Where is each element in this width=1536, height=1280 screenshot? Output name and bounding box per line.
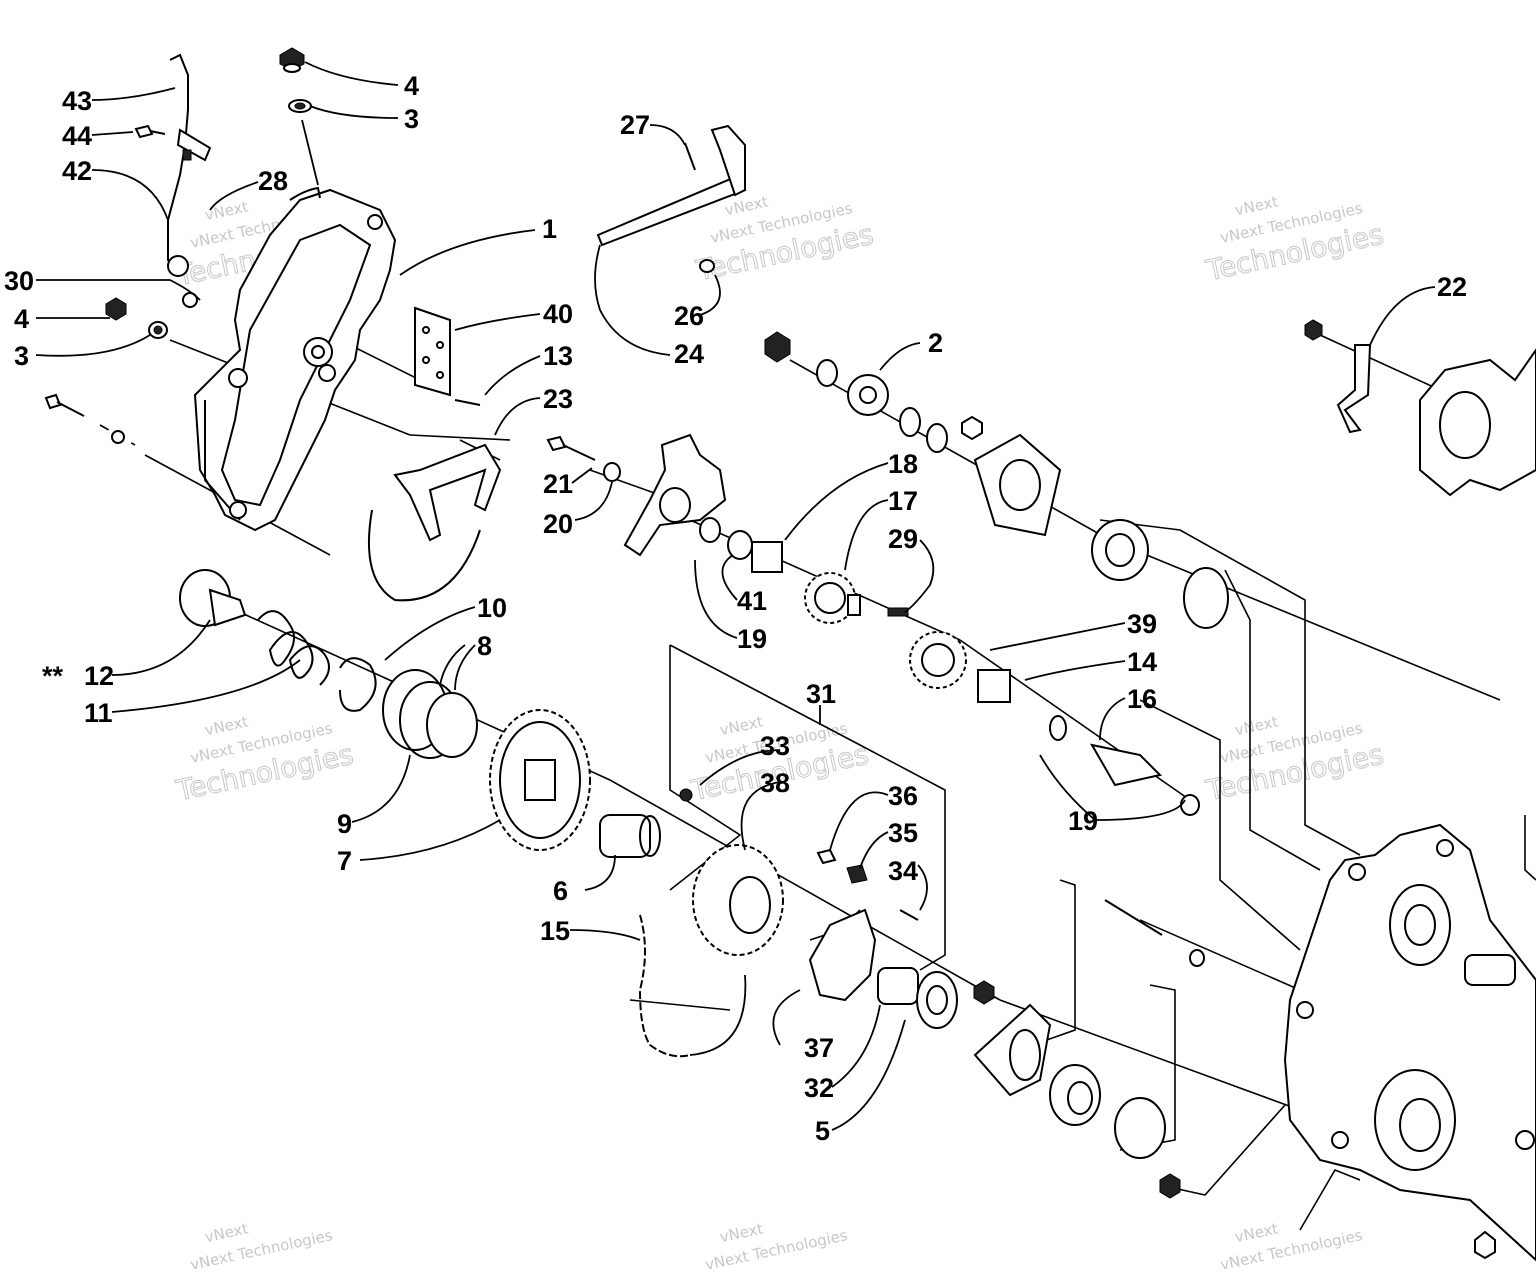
callout-24: 24 [674,339,704,369]
shift-lever [367,443,502,602]
bracket [1304,319,1536,497]
leader-lines [35,61,1436,1131]
callout-29: 29 [888,524,918,554]
callout-22: 22 [1437,272,1467,302]
watermark-vnext: vNext [1233,1219,1280,1246]
callout-4-left: 4 [14,304,29,334]
callout-43: 43 [62,86,92,116]
callout-16: 16 [1127,684,1157,714]
chain-15 [638,914,691,1058]
fill-plug [279,47,312,113]
callout-3-top: 3 [404,104,419,134]
cover-bolt [44,393,125,444]
callout-2: 2 [928,328,943,358]
callout-39: 39 [1127,609,1157,639]
callout-18: 18 [888,449,918,479]
drain-plug [105,297,168,339]
callout-1: 1 [542,214,557,244]
callout-38: 38 [760,768,790,798]
upper-shaft-parts [764,331,983,453]
gear-38 [679,788,784,956]
parts [44,47,1536,1262]
callout-42: 42 [62,156,92,186]
watermark-vnext: vNext [203,1219,250,1246]
callout-33: 33 [760,731,790,761]
callout-11: 11 [84,698,113,728]
idler-bracket [546,433,783,573]
gasket [414,306,481,406]
callout-10: 10 [477,593,507,623]
callout-9: 9 [337,809,352,839]
sprocket-plate-37 [808,848,958,1029]
callout-32: 32 [804,1073,834,1103]
callout-26: 26 [674,301,704,331]
callout-19-upper: 19 [737,624,767,654]
callout-37: 37 [804,1033,834,1063]
watermark-vnext: vNext [203,197,250,224]
callout-8: 8 [477,631,492,661]
callout-21: 21 [543,469,573,499]
watermark-vnext: vNext [718,712,765,739]
callout-17: 17 [888,486,918,516]
callouts: 43 44 42 4 3 28 1 30 4 3 40 13 23 27 26 … [4,71,1467,1146]
callout-3-left: 3 [14,341,29,371]
callout-15: 15 [540,916,570,946]
callout-13: 13 [543,341,573,371]
callout-40: 40 [543,299,573,329]
bearing-flange-upper [973,433,1229,629]
callout-44: 44 [62,121,92,151]
gear-17 [804,572,909,624]
callout-28: 28 [258,166,288,196]
vent-tube [134,53,212,308]
shift-shaft [596,124,747,273]
watermark-vnext: vNext [1233,192,1280,219]
chaincase [1283,823,1536,1262]
gear-39 [909,631,1200,816]
callout-14: 14 [1127,647,1157,677]
gearcase-cover [193,186,397,532]
pinion-6 [599,814,661,858]
callout-7: 7 [337,846,352,876]
callout-41: 41 [737,586,767,616]
callout-6: 6 [553,876,568,906]
bearing-flange-lower [973,980,1181,1199]
clutch-stack [179,569,478,759]
watermark-vnext: vNext [203,712,250,739]
callout-12: 12 [84,661,114,691]
callout-19-lower: 19 [1068,806,1098,836]
watermark-vnext: vNext [1233,712,1280,739]
callout-23: 23 [543,384,573,414]
stud [1104,899,1205,967]
callout-30: 30 [4,266,34,296]
callout-20: 20 [543,509,573,539]
callout-31: 31 [806,679,836,709]
callout-5: 5 [815,1116,830,1146]
callout-27: 27 [620,110,650,140]
callout-34: 34 [888,856,918,886]
callout-12-prefix: ** [42,661,64,691]
callout-4-top: 4 [404,71,419,101]
callout-36: 36 [888,781,918,811]
callout-35: 35 [888,818,918,848]
sprocket-7 [489,709,591,851]
watermark-vnext: vNext [718,1219,765,1246]
